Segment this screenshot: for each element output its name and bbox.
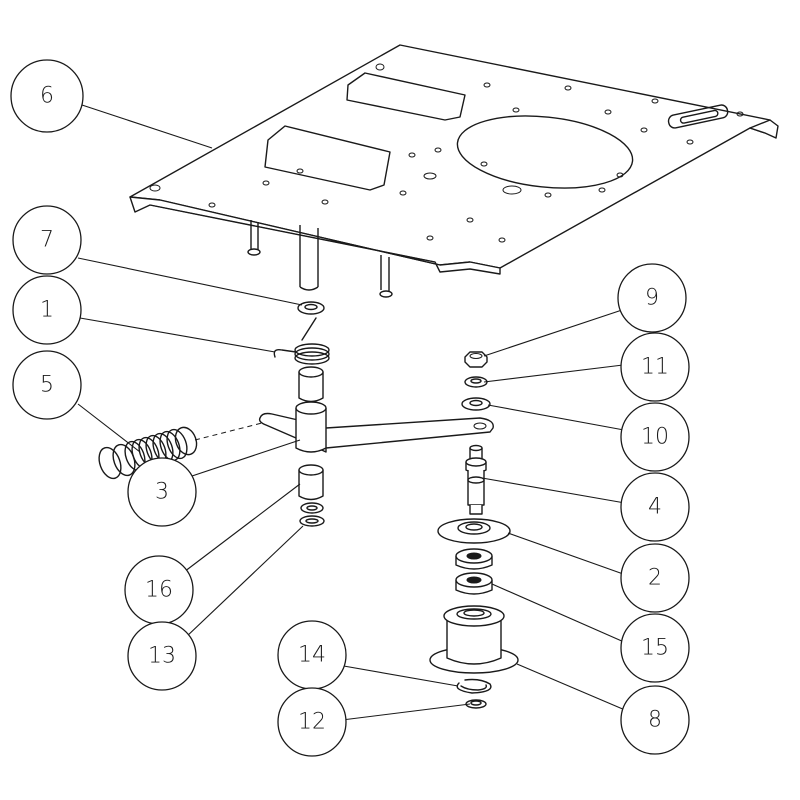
- callout-12: 12: [277, 687, 347, 757]
- plate-studs: [247, 220, 393, 298]
- callout-13-label: 13: [148, 644, 176, 669]
- callout-2-label: 2: [648, 566, 662, 591]
- callout-16: 16: [124, 555, 194, 625]
- callout-9: 9: [617, 263, 687, 333]
- flat-washer-10: [461, 397, 491, 411]
- callout-4-label: 4: [648, 495, 662, 520]
- callout-5-label: 5: [40, 373, 54, 398]
- callout-16-label: 16: [145, 578, 173, 603]
- callout-3: 3: [127, 457, 197, 527]
- leader-lines: [77, 104, 627, 721]
- callout-8: 8: [620, 685, 690, 755]
- callout-5: 5: [12, 350, 82, 420]
- callout-1-label: 1: [40, 298, 54, 323]
- bushing-upper: [298, 366, 324, 403]
- torsion-spring-1: [273, 317, 330, 365]
- callout-6-label: 6: [40, 84, 54, 109]
- callout-14-label: 14: [298, 643, 326, 668]
- callout-7-label: 7: [40, 228, 54, 253]
- lock-washer-11: [464, 376, 488, 388]
- washer-7: [297, 301, 325, 315]
- callout-4: 4: [620, 472, 690, 542]
- callout-14: 14: [277, 620, 347, 690]
- mounting-plate: [129, 44, 779, 298]
- bushing-lower-16: [298, 464, 324, 501]
- callout-3-label: 3: [155, 480, 169, 505]
- pulley-flange-2: [437, 518, 511, 544]
- callout-2: 2: [620, 543, 690, 613]
- callout-13: 13: [127, 621, 197, 691]
- nut-9: [464, 351, 488, 368]
- callout-8-label: 8: [648, 708, 662, 733]
- callout-1: 1: [12, 275, 82, 345]
- idler-arm-3: [258, 401, 494, 453]
- callout-6: 6: [10, 59, 84, 133]
- callout-7: 7: [12, 205, 82, 275]
- callout-15: 15: [620, 613, 690, 683]
- callout-9-label: 9: [645, 286, 659, 311]
- shaft-4: [465, 444, 487, 515]
- callout-11-label: 11: [641, 355, 669, 380]
- callout-10: 10: [620, 402, 690, 472]
- callout-12-label: 12: [298, 710, 326, 735]
- snap-ring-14: [456, 678, 492, 694]
- pulley-8: [429, 605, 519, 674]
- washer-13: [299, 502, 325, 527]
- callout-10-label: 10: [641, 425, 669, 450]
- bearings-15: [455, 548, 493, 595]
- extension-spring-5: [98, 422, 263, 480]
- callout-15-label: 15: [641, 636, 669, 661]
- callout-11: 11: [620, 332, 690, 402]
